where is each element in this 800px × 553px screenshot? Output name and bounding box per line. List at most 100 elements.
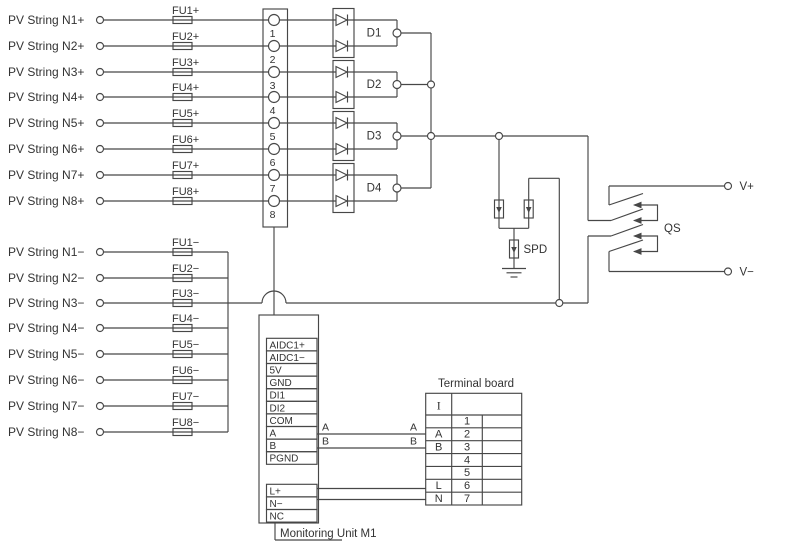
switch-blade (608, 192, 644, 206)
pv-input-terminal (95, 401, 105, 411)
diode-icon (335, 90, 349, 104)
pv-string-positive-label: PV String N2+ (8, 39, 84, 53)
output-terminal-negative (723, 267, 733, 276)
strip-terminal-number: 6 (270, 157, 276, 169)
pv-string-negative-label: PV String N8− (8, 425, 84, 439)
fuse-label: FU4− (172, 313, 199, 325)
terminal-board-cell: A (435, 429, 443, 441)
rs485-b-label: B (410, 436, 417, 448)
pv-input-terminal (95, 144, 105, 154)
monitoring-terminal-label: DI2 (270, 403, 286, 414)
monitoring-terminal-label: AIDC1− (270, 353, 305, 364)
monitoring-terminal-label: L+ (270, 486, 282, 497)
fuse-label: FU8− (172, 417, 199, 429)
switch-label: QS (664, 223, 681, 235)
terminal-board-header: I (437, 399, 441, 413)
pv-input-terminal (95, 170, 105, 180)
pv-input-terminal (95, 375, 105, 385)
fuse-symbol (172, 196, 193, 206)
junction-node (494, 131, 504, 141)
diode-module-box (332, 7, 355, 59)
monitoring-terminal-label: B (270, 441, 277, 452)
strip-terminal-circle (267, 90, 281, 104)
monitoring-terminal (265, 451, 318, 465)
pv-string-negative-label: PV String N4− (8, 321, 84, 335)
diode-module-box (332, 110, 355, 162)
fuse-symbol (172, 170, 193, 180)
terminal-board-cell: N (435, 493, 443, 505)
terminal-board-cell: 7 (464, 493, 470, 505)
diode-module-box (332, 59, 355, 110)
rs485-a-label: A (410, 422, 417, 434)
pv-input-terminal (95, 349, 105, 359)
monitoring-terminal (265, 508, 318, 523)
vplus-label: V+ (740, 181, 755, 193)
pv-input-terminal (95, 273, 105, 283)
strip-terminal-number: 7 (270, 183, 276, 195)
spd-arrester (523, 199, 534, 219)
fuse-label: FU6− (172, 365, 199, 377)
monitoring-unit-caption: Monitoring Unit M1 (280, 528, 377, 540)
spd-arrester (508, 239, 520, 259)
switch-pole-link (641, 235, 659, 253)
strip-terminal-number: 8 (270, 209, 276, 221)
terminal-board-cell: 2 (464, 429, 470, 441)
monitoring-terminal-label: N− (270, 499, 283, 510)
pv-string-positive-label: PV String N8+ (8, 194, 84, 208)
pv-input-terminal (95, 323, 105, 333)
pv-input-terminal (95, 15, 105, 25)
terminal-board-cell: L (436, 480, 442, 492)
pv-input-terminal (95, 298, 105, 308)
diode-icon (335, 13, 349, 27)
diode-module-box (332, 162, 355, 214)
pv-string-positive-label: PV String N4+ (8, 90, 84, 104)
fuse-label: FU2− (172, 263, 199, 275)
junction-node (555, 298, 564, 308)
fuse-symbol (172, 349, 193, 359)
pv-string-positive-label: PV String N7+ (8, 168, 84, 182)
terminal-board-cell: B (435, 441, 442, 453)
monitoring-terminal-label: 5V (270, 366, 283, 377)
diode-group-label: D3 (367, 131, 382, 143)
terminal-board-cell: 6 (464, 480, 470, 492)
fuse-label: FU5− (172, 339, 199, 351)
strip-terminal-circle (267, 13, 281, 27)
pv-string-negative-label: PV String N2− (8, 271, 84, 285)
pv-input-terminal (95, 41, 105, 51)
pv-string-positive-label: PV String N5+ (8, 116, 84, 130)
diode-icon (335, 65, 349, 79)
diode-icon (335, 194, 349, 208)
monitoring-terminal-label: AIDC1+ (270, 340, 305, 351)
terminal-board (425, 392, 523, 506)
switch-contact-arrow (633, 217, 642, 224)
switch-contact-arrow (633, 232, 642, 240)
pv-string-negative-label: PV String N1− (8, 245, 84, 259)
switch-blade (608, 239, 644, 253)
pv-input-terminal (95, 118, 105, 128)
strip-terminal-number: 1 (270, 28, 276, 40)
fuse-symbol (172, 118, 193, 128)
junction-node (426, 80, 436, 89)
strip-terminal-number: 5 (270, 131, 276, 143)
fuse-label: FU7− (172, 391, 199, 403)
diode-group-label: D4 (367, 183, 382, 195)
monitoring-terminal-label: PGND (270, 454, 299, 465)
fuse-label: FU8+ (172, 186, 199, 198)
fuse-symbol (172, 41, 193, 51)
fuse-symbol (172, 92, 193, 102)
pv-string-negative-label: PV String N3− (8, 296, 84, 310)
pv-input-terminal (95, 247, 105, 257)
strip-terminal-circle (267, 168, 281, 182)
fuse-symbol (172, 247, 193, 257)
switch-blade (610, 223, 644, 237)
strip-terminal-circle (267, 39, 281, 53)
terminal-board-title: Terminal board (438, 378, 514, 390)
switch-contact-arrow (633, 201, 642, 209)
diode-group-label: D2 (367, 79, 382, 91)
strip-terminal-circle (267, 142, 281, 156)
monitoring-unit-box (258, 314, 320, 524)
pv-input-terminal (95, 92, 105, 102)
strip-terminal-circle (267, 65, 281, 79)
